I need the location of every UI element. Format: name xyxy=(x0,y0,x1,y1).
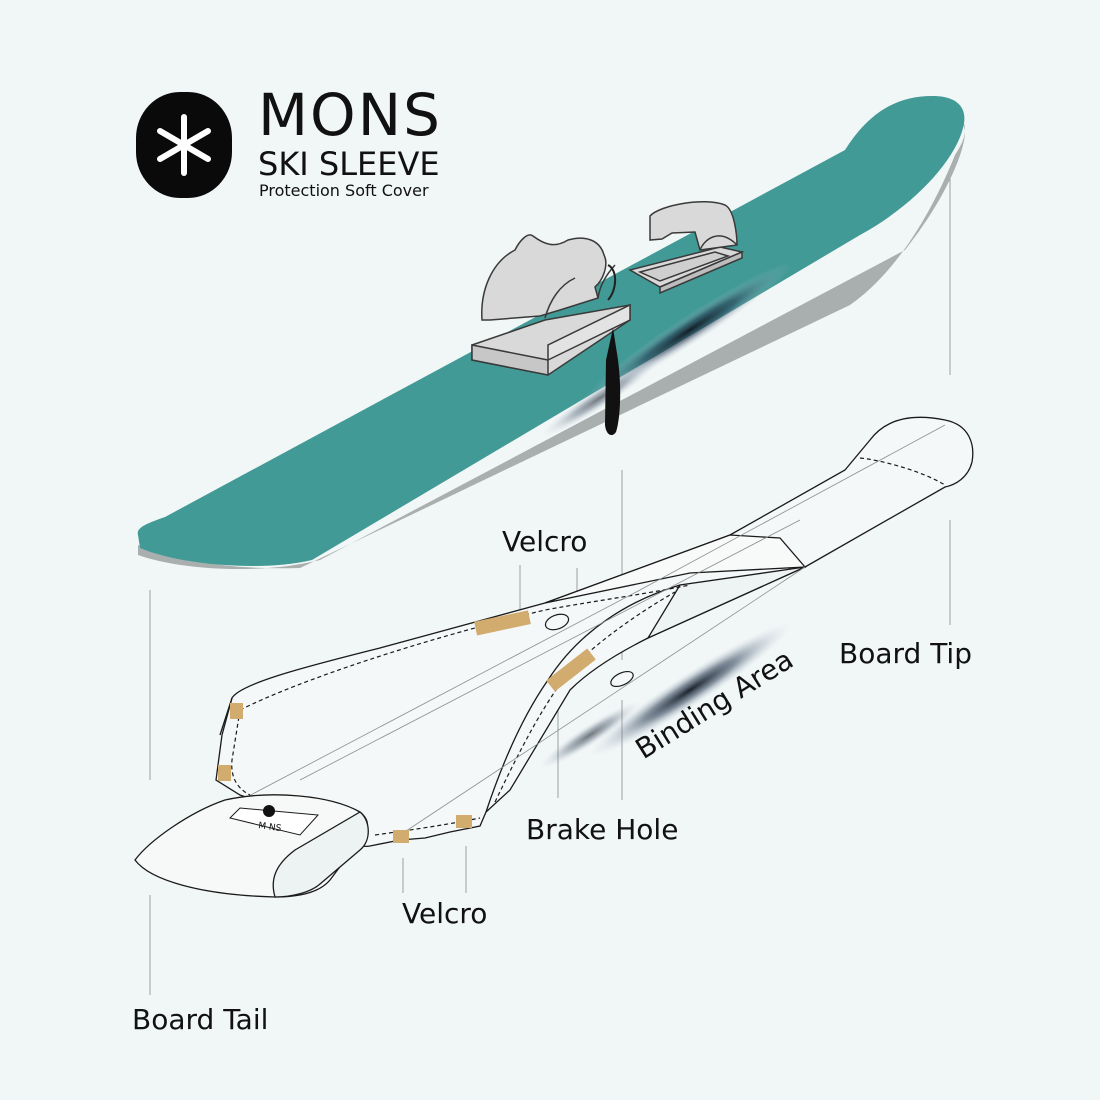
label-velcro-top: Velcro xyxy=(502,525,588,558)
sleeve-shadow xyxy=(588,623,792,757)
ski-shadow-upper xyxy=(589,263,791,397)
label-brake-hole: Brake Hole xyxy=(526,813,679,846)
brake-hole-right xyxy=(610,670,634,688)
tail-pocket xyxy=(134,794,369,898)
label-board-tail: Board Tail xyxy=(132,1003,269,1036)
pocket-label: M NS xyxy=(258,805,283,834)
toe-binding xyxy=(628,201,745,295)
velcro-strips xyxy=(218,610,596,843)
label-board-tip: Board Tip xyxy=(839,637,972,670)
sleeve-side-panel xyxy=(646,566,806,640)
ski-shadow-binding xyxy=(541,358,659,438)
label-velcro-bottom: Velcro xyxy=(402,897,488,930)
ski xyxy=(137,95,966,570)
heel-binding xyxy=(471,234,631,376)
asterisk-icon xyxy=(157,114,211,176)
logo-badge xyxy=(136,92,232,198)
brand-wordmark: MONS xyxy=(258,81,442,149)
sleeve-body xyxy=(215,416,974,848)
brake-hole-left xyxy=(544,613,570,631)
sleeve-guide-lines xyxy=(244,424,946,836)
sleeve-flap xyxy=(544,534,807,604)
svg-text:M NS: M NS xyxy=(258,821,283,834)
product-tagline: Protection Soft Cover xyxy=(259,181,429,200)
product-name: SKI SLEEVE xyxy=(258,145,440,183)
brake-arm xyxy=(605,328,621,436)
sleeve xyxy=(215,416,974,848)
sleeve-shadow-small xyxy=(539,701,641,769)
